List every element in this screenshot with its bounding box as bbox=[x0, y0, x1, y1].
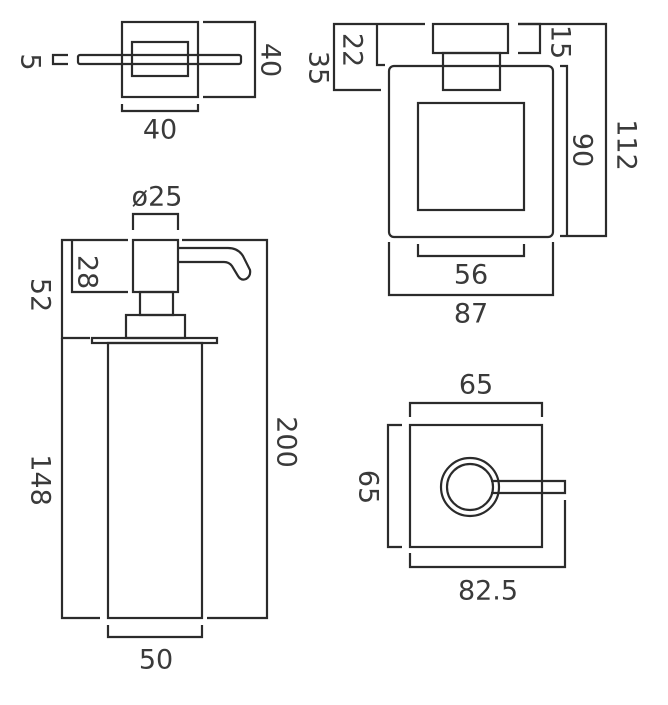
dim-pump-height bbox=[60, 238, 128, 340]
holder-inner-outline bbox=[130, 40, 190, 78]
pump-head bbox=[131, 238, 180, 294]
soap-dispenser-drawing: ø25 28 52 148 200 50 bbox=[25, 182, 302, 676]
label-inner-width: 56 bbox=[454, 260, 488, 291]
holder-base-outline bbox=[120, 20, 200, 99]
dim-bar-thickness bbox=[51, 53, 68, 66]
label-ring-width: 87 bbox=[454, 299, 488, 330]
label-head-height: 28 bbox=[72, 255, 103, 289]
dim-projection bbox=[408, 500, 567, 569]
label-pump-height: 52 bbox=[25, 278, 56, 312]
bottle-body bbox=[106, 341, 204, 620]
label-plate-height: 65 bbox=[353, 470, 384, 504]
dim-inner-width bbox=[416, 244, 526, 258]
dim-head-diameter bbox=[131, 212, 180, 230]
dim-body-height bbox=[60, 338, 100, 620]
hook-boss-inner bbox=[445, 462, 495, 512]
label-body-height: 148 bbox=[25, 454, 56, 506]
dim-plate-width bbox=[408, 401, 544, 417]
label-holder-width: 40 bbox=[143, 115, 177, 146]
hook-arm bbox=[491, 479, 567, 495]
pump-neck bbox=[138, 290, 175, 317]
label-body-diameter: 50 bbox=[139, 645, 173, 676]
label-plate-width: 65 bbox=[459, 370, 493, 401]
pump-collar bbox=[124, 313, 187, 340]
label-projection: 82.5 bbox=[458, 576, 518, 607]
hook-boss-outer bbox=[439, 456, 501, 518]
dim-total-height bbox=[518, 22, 608, 238]
tumbler-holder-drawing: 5 40 40 bbox=[15, 20, 286, 146]
dim-plate-height bbox=[386, 423, 402, 549]
dim-ring-height bbox=[560, 64, 569, 236]
holder-bar bbox=[76, 53, 243, 66]
dim-backplate-depth bbox=[332, 22, 425, 92]
label-bar-thickness: 5 bbox=[15, 53, 46, 70]
label-backplate-thickness: 15 bbox=[545, 25, 576, 59]
label-holder-depth: 40 bbox=[255, 43, 286, 77]
label-backplate-height: 22 bbox=[337, 33, 368, 67]
dim-total-height bbox=[182, 238, 269, 620]
ring-backplate bbox=[431, 22, 510, 55]
wall-plate bbox=[408, 423, 544, 549]
dim-ring-width bbox=[387, 242, 555, 297]
dim-body-diameter bbox=[106, 625, 204, 639]
label-ring-height: 90 bbox=[567, 133, 598, 167]
label-total-height: 112 bbox=[611, 119, 642, 171]
dim-holder-depth bbox=[203, 20, 257, 99]
dim-holder-width bbox=[120, 104, 200, 113]
label-head-diameter: ø25 bbox=[132, 182, 183, 213]
dim-backplate-thickness bbox=[518, 22, 542, 55]
ring-inner bbox=[416, 101, 526, 212]
label-total-height: 200 bbox=[271, 416, 302, 468]
dim-backplate-height bbox=[375, 24, 385, 67]
dim-head-height bbox=[70, 240, 128, 294]
towel-ring-drawing: 22 35 15 90 112 56 87 bbox=[303, 22, 642, 330]
wall-plate-drawing: 65 65 82.5 bbox=[353, 370, 567, 607]
label-backplate-depth: 35 bbox=[303, 51, 334, 85]
ring-outer bbox=[387, 64, 555, 239]
ring-stem bbox=[441, 51, 502, 92]
pump-spout bbox=[178, 246, 252, 281]
